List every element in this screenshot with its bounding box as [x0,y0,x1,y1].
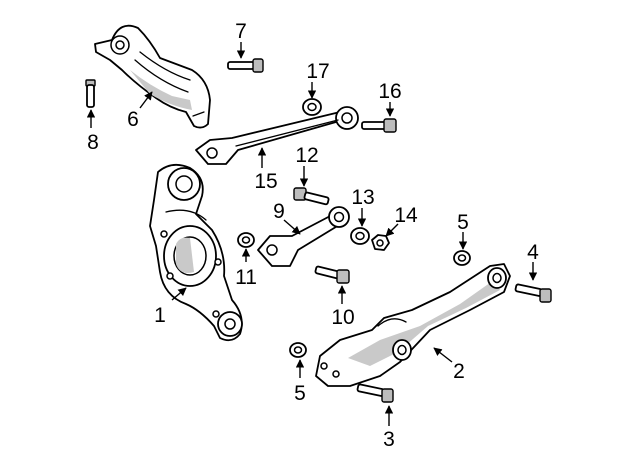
part-5-bushing-upper [453,250,471,266]
leader-lines [86,42,538,426]
part-15-lateral-link [195,106,359,165]
callout-5-lower: 5 [294,382,306,405]
part-10-bolt [314,265,350,284]
callout-14: 14 [394,204,418,227]
callout-16: 16 [378,80,401,103]
callout-7: 7 [235,20,247,43]
leader-9 [283,219,301,235]
part-6-upper-control-arm [94,24,211,129]
leader-14 [385,223,399,237]
callout-15: 15 [254,170,277,193]
callout-9: 9 [273,200,285,223]
callout-5-upper: 5 [457,211,469,234]
part-16-bolt [361,118,397,133]
part-17-bushing [302,98,322,116]
part-12-bolt [293,187,330,206]
part-1-knuckle [149,163,243,342]
callout-4: 4 [527,241,539,264]
callout-1: 1 [154,304,166,327]
part-5-bushing-lower [289,342,307,358]
part-9-toe-link [257,206,350,267]
callout-13: 13 [351,186,374,209]
part-2-trailing-arm [315,263,511,387]
callout-17: 17 [306,60,329,83]
callout-12: 12 [295,144,318,167]
leader-1 [171,287,187,301]
part-14-nut [371,234,390,251]
leader-6 [139,91,153,109]
callout-8: 8 [87,131,99,154]
callout-11: 11 [235,266,257,289]
part-7-bolt [227,58,264,73]
part-8-bolt [85,79,96,108]
callout-10: 10 [331,306,354,329]
leader-2 [433,347,453,363]
part-4-bolt [514,283,552,303]
part-11-bushing [237,232,255,248]
callout-3: 3 [383,428,395,451]
callout-labels: 1 2 3 4 5 5 6 7 8 9 10 11 12 13 14 15 16… [87,20,539,451]
part-13-bushing [350,227,370,245]
callout-6: 6 [127,108,139,131]
part-3-bolt [356,383,394,403]
callout-2: 2 [453,360,465,383]
